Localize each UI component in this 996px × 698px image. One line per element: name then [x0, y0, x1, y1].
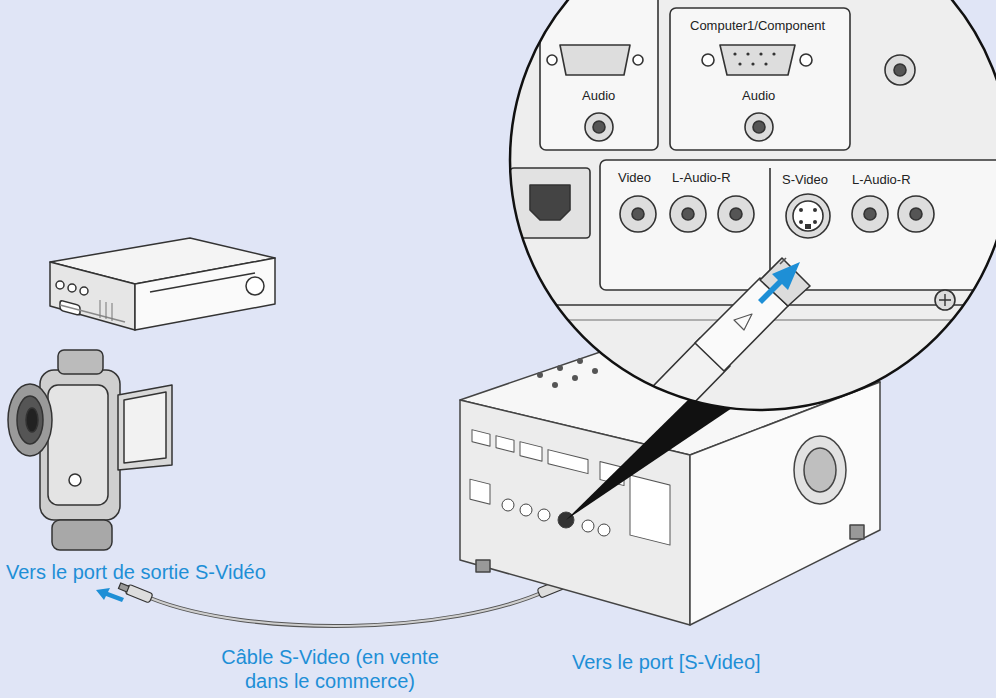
callout-text: Vers le port de sortie S-Vidéo	[6, 560, 266, 584]
port-label: Computer1/Component	[690, 18, 825, 34]
video-recorder	[50, 238, 275, 330]
zoom-leader	[566, 398, 738, 520]
port-label: L-Audio-R	[852, 172, 911, 188]
cable-caption: Câble S-Video (en vente dans le commerce…	[180, 645, 480, 693]
s-video-cable	[118, 576, 573, 626]
callout-text: Vers le port [S-Video]	[572, 650, 761, 674]
port-label: Audio	[582, 88, 615, 104]
port-label: Audio	[742, 88, 775, 104]
port-label: Video	[618, 170, 651, 186]
port-label: L-Audio-R	[672, 170, 731, 186]
insert-arrow	[758, 262, 800, 304]
zoom-detail	[500, 0, 996, 448]
port-label: S-Video	[782, 172, 828, 188]
camcorder	[8, 350, 172, 550]
